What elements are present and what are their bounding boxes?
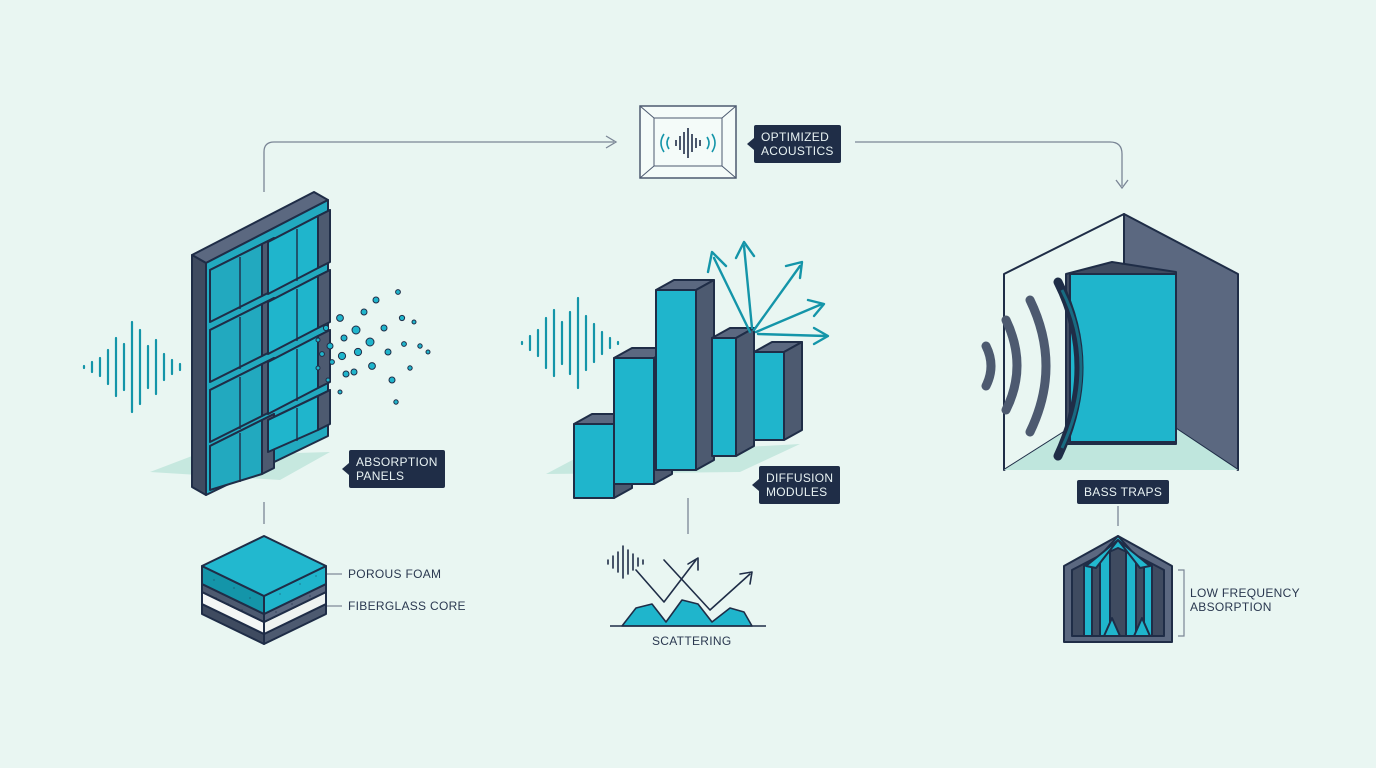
particle (340, 334, 348, 342)
particle (393, 399, 399, 405)
foam-wedge (267, 209, 331, 295)
foam-leader-lines (327, 573, 342, 607)
diffuser-block (753, 341, 803, 441)
bass-wave-icon (981, 295, 1051, 437)
particle (384, 348, 392, 356)
particles-icon (315, 289, 431, 405)
scattering-label: SCATTERING (652, 634, 732, 648)
porous-foam-label: POROUS FOAM (348, 567, 442, 581)
connector-left-line (263, 141, 614, 192)
sound-wave-icon (82, 320, 182, 414)
connector-right-line (855, 141, 1123, 186)
foam-layer-icon (201, 535, 327, 645)
particle (336, 314, 344, 322)
absorption-panels-label: ABSORPTION PANELS (342, 450, 445, 488)
foam-wedge (267, 269, 331, 355)
particle (342, 370, 350, 378)
particle (407, 365, 413, 371)
particle (337, 351, 347, 361)
particle (417, 343, 423, 349)
foam-wedge (267, 389, 331, 453)
particle (365, 337, 375, 347)
diffuser-blocks (573, 279, 803, 499)
particle (350, 368, 358, 376)
particle (337, 389, 343, 395)
bass-traps-label: BASS TRAPS (1077, 480, 1170, 504)
corner-trap-icon (1063, 535, 1173, 643)
top-connector (263, 135, 1129, 192)
particle (319, 351, 325, 357)
particle (315, 337, 321, 343)
diffusion-modules-label: DIFFUSION MODULES (751, 466, 841, 504)
particle (398, 314, 406, 322)
particle (425, 349, 431, 355)
diffuser-block (711, 327, 755, 457)
particle (368, 362, 376, 370)
diffusion-sound-wave-icon (520, 296, 620, 390)
particle (380, 324, 388, 332)
low-frequency-absorption-label: LOW FREQUENCY ABSORPTION (1190, 586, 1300, 614)
fiberglass-core-label: FIBERGLASS CORE (348, 599, 466, 613)
particle (388, 376, 396, 384)
room-sound-wave-icon (675, 128, 701, 158)
particle (325, 377, 331, 383)
particle (322, 324, 330, 332)
diffusion-section (520, 240, 830, 499)
particle (360, 308, 368, 316)
particle (395, 289, 401, 295)
particle (353, 347, 363, 357)
panel-blocks (209, 209, 331, 491)
particle (401, 341, 407, 347)
foam-wedge (267, 329, 331, 415)
optimized-acoustics-label: OPTIMIZED ACOUSTICS (747, 125, 841, 163)
particle (372, 296, 380, 304)
particle (315, 365, 321, 371)
absorption-section (82, 191, 431, 496)
particle (411, 319, 417, 325)
arrows-icon (706, 240, 830, 346)
particle (326, 342, 334, 350)
particle (351, 325, 361, 335)
scattering-icon (607, 545, 766, 627)
particle (329, 359, 335, 365)
bass-trap-section (981, 213, 1239, 471)
connector-arrowhead-right (605, 135, 618, 149)
diffuser-block (655, 279, 715, 471)
room-box-icon (639, 105, 737, 179)
connector-arrowhead-down (1115, 179, 1129, 190)
